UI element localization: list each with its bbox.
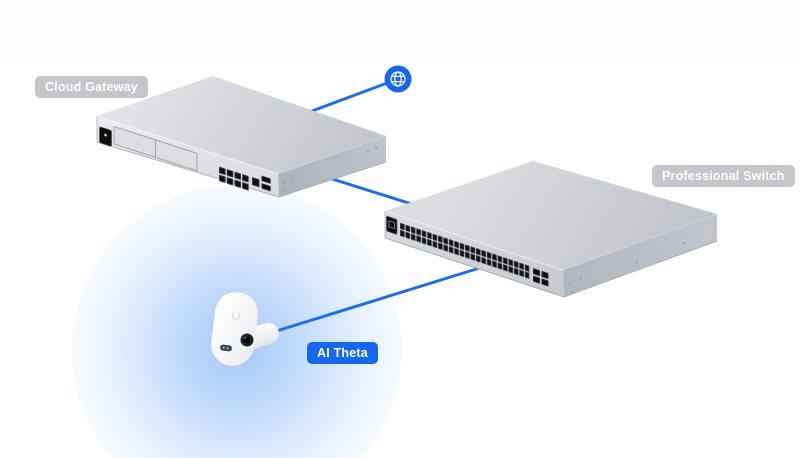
camera-status-indicator	[220, 344, 232, 352]
connection-line-internet-gateway	[303, 77, 399, 116]
camera-body	[211, 292, 258, 366]
gateway-wan-port	[252, 177, 260, 188]
gateway-display	[99, 126, 112, 147]
professional-switch-label[interactable]: Professional Switch	[652, 165, 795, 187]
professional-switch-device	[384, 161, 718, 298]
connection-line-switch-camera	[269, 264, 487, 335]
cloud-gateway-device	[96, 76, 387, 198]
gateway-screws	[282, 146, 378, 193]
globe-icon	[384, 65, 412, 93]
gateway-sfp-ports	[261, 175, 271, 192]
ai-theta-camera	[211, 292, 279, 366]
switch-sfp-ports	[533, 268, 549, 287]
gateway-drive-bays	[113, 125, 198, 172]
ai-theta-label[interactable]: AI Theta	[307, 342, 378, 364]
camera-lens	[238, 331, 256, 349]
gateway-lan-ports	[219, 166, 249, 191]
ubiquiti-logo	[232, 312, 241, 321]
switch-display	[386, 215, 398, 235]
switch-rj45-ports	[400, 222, 530, 279]
cloud-gateway-label[interactable]: Cloud Gateway	[35, 76, 148, 98]
connection-lines	[269, 77, 487, 335]
switch-screws	[568, 241, 686, 294]
connection-line-gateway-switch	[325, 175, 419, 208]
